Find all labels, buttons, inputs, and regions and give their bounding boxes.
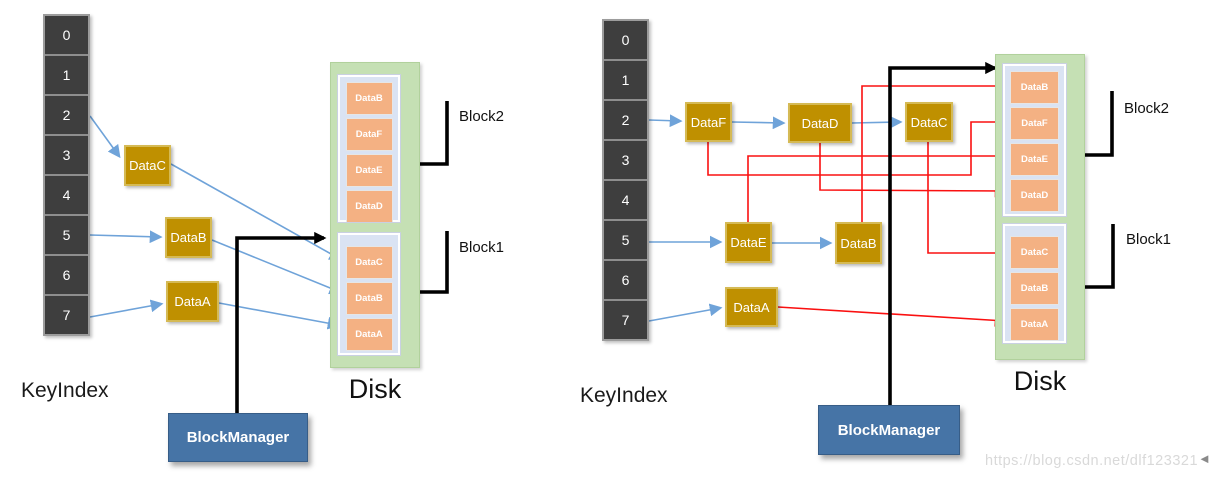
- arrow-right-dataf-to-datad: [731, 116, 786, 130]
- left-blockmanager-box: BlockManager: [168, 413, 308, 462]
- right-block2-item-datad: DataD: [1010, 179, 1059, 212]
- right-block1-item-datab: DataB: [1010, 272, 1059, 305]
- right-index-cell-6: 6: [604, 261, 647, 301]
- arrow-right-dataa-to-disk-dataa: [777, 306, 1008, 327]
- left-index-cell-7: 7: [62, 307, 71, 323]
- right-node-datae: DataE: [725, 222, 772, 263]
- right-block2-label: Block2: [1124, 100, 1170, 117]
- right-block1-item-dataa: DataA: [1010, 308, 1059, 341]
- arrow-right-datad-to-disk-datad: [819, 143, 1008, 198]
- arrow-left-index5-to-datab: [89, 230, 163, 244]
- right-index-cell-0: 0: [604, 21, 647, 61]
- left-disk-label: Disk: [348, 374, 402, 404]
- left-block1-item-datab: DataB: [345, 282, 393, 315]
- right-block2-item-dataf: DataF: [1010, 107, 1059, 140]
- left-index-cell-3: 3: [45, 136, 88, 176]
- arrow-left-blockmanager-to-disk: [235, 231, 327, 414]
- right-block1-item-datac: DataC: [1010, 236, 1059, 269]
- left-index-cell-1: 1: [45, 56, 88, 96]
- right-blockmanager-box: BlockManager: [818, 405, 960, 455]
- right-index-cell-4: 4: [604, 181, 647, 221]
- arrow-right-datad-to-datac: [851, 115, 903, 129]
- left-block1-item-datac: DataC: [345, 246, 393, 279]
- left-index-cell-6: 6: [45, 256, 88, 296]
- arrow-right-datac-to-disk-datac: [927, 142, 1008, 260]
- left-block2-label: Block2: [459, 108, 505, 125]
- arrow-left-index7-to-dataa: [89, 299, 164, 318]
- right-node-datac: DataC: [905, 102, 953, 142]
- left-block1-item-dataa: DataA: [345, 318, 393, 351]
- right-index-cell-3: 3: [604, 141, 647, 181]
- right-disk-block2: DataB DataF DataE DataD: [1002, 63, 1067, 217]
- right-block2-item-datab: DataB: [1010, 71, 1059, 104]
- right-index-cell-7: 7: [621, 312, 630, 328]
- arrow-left-index2-to-datac: [89, 115, 121, 159]
- arrow-left-datab-to-disk-datab: [211, 239, 343, 295]
- right-disk-block1: DataC DataB DataA: [1002, 223, 1067, 344]
- right-disk-label: Disk: [1013, 366, 1067, 396]
- right-keyindex-label: KeyIndex: [580, 384, 668, 407]
- left-index-cell-0: 0: [45, 16, 88, 56]
- arrow-right-datae-to-disk-datae: [747, 149, 1008, 222]
- arrow-left-dataa-to-disk-dataa: [218, 302, 341, 330]
- watermark-arrow-icon: ◄: [1198, 451, 1211, 466]
- left-node-dataa: DataA: [166, 281, 219, 322]
- right-index-cell-1: 1: [604, 61, 647, 101]
- right-node-datad: DataD: [788, 103, 852, 143]
- left-node-datab: DataB: [165, 217, 212, 258]
- right-node-datab: DataB: [835, 222, 882, 264]
- watermark-url: https://blog.csdn.net/dlf123321: [985, 453, 1199, 469]
- left-block2-item-datad: DataD: [345, 190, 393, 223]
- left-keyindex-label: KeyIndex: [21, 379, 109, 402]
- right-index-cell-5: 5: [604, 221, 647, 261]
- left-block2-item-dataf: DataF: [345, 118, 393, 151]
- left-disk-block2: DataB DataF DataE DataD: [337, 74, 401, 223]
- right-node-dataa: DataA: [725, 287, 778, 327]
- left-block2-item-datae: DataE: [345, 154, 393, 187]
- right-node-dataf: DataF: [685, 102, 732, 142]
- arrow-right-index7-to-dataa: [648, 303, 723, 322]
- arrow-right-dataf-to-disk-dataf: [707, 115, 1008, 176]
- right-block1-label: Block1: [1126, 231, 1172, 248]
- right-block2-item-datae: DataE: [1010, 143, 1059, 176]
- left-index-cell-5: 5: [45, 216, 88, 256]
- arrow-right-index2-to-dataf: [648, 114, 683, 128]
- right-index-cell-2: 2: [604, 101, 647, 141]
- left-disk-block1: DataC DataB DataA: [337, 232, 401, 356]
- right-keyindex-column: 0 1 2 3 4 5 6 7: [602, 19, 649, 341]
- left-block1-label: Block1: [459, 239, 505, 256]
- left-block2-item-datab: DataB: [345, 82, 393, 115]
- left-index-cell-4: 4: [45, 176, 88, 216]
- left-node-datac: DataC: [124, 145, 171, 186]
- left-keyindex-column: 0 1 2 3 4 5 6 7: [43, 14, 90, 336]
- left-index-cell-2: 2: [45, 96, 88, 136]
